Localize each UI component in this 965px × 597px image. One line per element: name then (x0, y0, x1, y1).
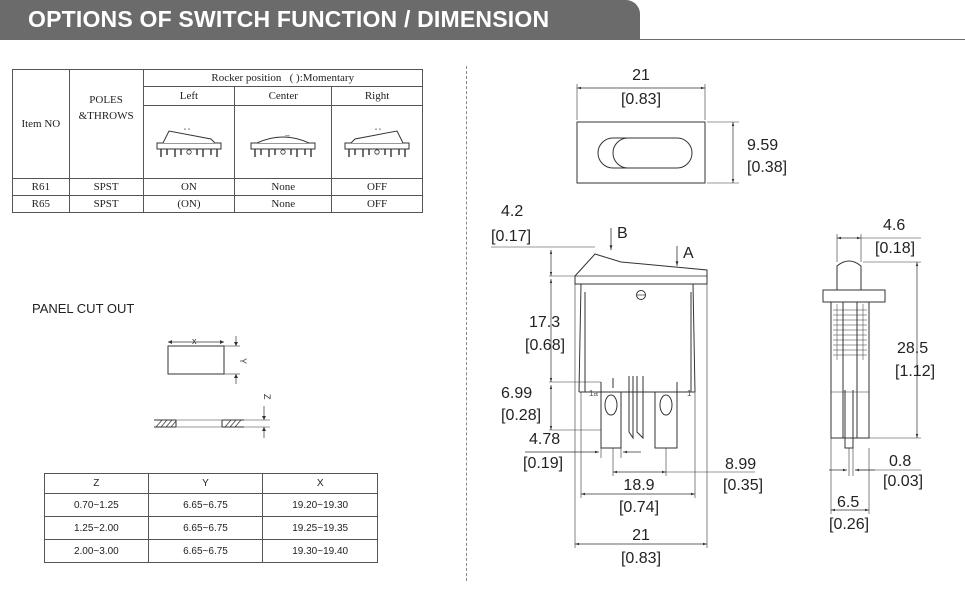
dim-6-5: 6.5 (837, 494, 859, 511)
cutout-cell: 6.65~6.75 (147, 493, 264, 517)
dim-8-99: 8.99 (725, 456, 756, 473)
dim-4-78-in: [0.19] (523, 455, 563, 472)
section-title: OPTIONS OF SWITCH FUNCTION / DIMENSION (28, 6, 550, 32)
label-a: A (683, 245, 694, 262)
table-row: R65 SPST (ON) None OFF (12, 195, 423, 213)
cutout-cell: 6.65~6.75 (147, 539, 264, 563)
position-left: Left (142, 86, 236, 106)
label-b: B (617, 225, 628, 242)
cutout-z-label: Z (262, 394, 272, 400)
cutout-cell: 2.00~3.00 (44, 539, 149, 563)
dim-6-99: 6.99 (501, 385, 532, 402)
cutout-cell: 19.20~19.30 (262, 493, 378, 517)
row-poles: SPST (68, 195, 144, 213)
panel-cutout-table: Z Y X 0.70~1.25 6.65~6.75 19.20~19.30 1.… (44, 473, 378, 563)
table-row: 2.00~3.00 6.65~6.75 19.30~19.40 (44, 539, 378, 563)
cutout-col-y: Y (147, 473, 264, 494)
header-item-no: Item NO (12, 69, 70, 179)
cutout-x-label: X (192, 336, 197, 346)
row-item: R65 (12, 195, 70, 213)
dimension-drawing: 21 [0.83] 9.59 [0.38] 4.2 [0.17] B A 17.… (491, 67, 935, 567)
row-center: None (234, 178, 333, 196)
rocker-center-icon: "'" (250, 135, 316, 157)
rocker-left-icon: " " (156, 129, 222, 157)
row-left: ON (142, 178, 236, 196)
dim-18-9: 18.9 (623, 477, 654, 494)
terminal-1-label: 1 (687, 389, 692, 398)
dim-4-6-in: [0.18] (875, 240, 915, 257)
dim-8-99-in: [0.35] (723, 477, 763, 494)
dim-4-78: 4.78 (529, 431, 560, 448)
cutout-cell: 19.30~19.40 (262, 539, 378, 563)
row-right: OFF (331, 178, 423, 196)
panel-cutout-drawing: X Y Z (154, 336, 272, 438)
panel-cutout-title: PANEL CUT OUT (32, 301, 135, 316)
rocker-position-label: Rocker position (211, 72, 282, 84)
dim-28-5-in: [1.12] (895, 363, 935, 380)
dim-28-5: 28.5 (897, 340, 928, 357)
rocker-center-cell: "'" (234, 105, 333, 179)
dim-4-6: 4.6 (883, 217, 905, 234)
cutout-y-label: Y (238, 358, 248, 364)
header-poles-line2: &THROWS (78, 110, 134, 122)
table-row: 1.25~2.00 6.65~6.75 19.25~19.35 (44, 516, 378, 540)
rocker-right-icon: " " (344, 129, 410, 157)
row-item: R61 (12, 178, 70, 196)
section-header: OPTIONS OF SWITCH FUNCTION / DIMENSION (0, 0, 640, 40)
svg-text:" ": " " (375, 129, 381, 135)
switch-function-table: Item NO POLES &THROWS Rocker position ( … (12, 69, 424, 213)
dim-top-height: 9.59 (747, 137, 778, 154)
position-center: Center (234, 86, 333, 106)
row-center: None (234, 195, 333, 213)
dim-6-99-in: [0.28] (501, 407, 541, 424)
dim-21-in: [0.83] (621, 550, 661, 567)
header-poles-throws: POLES &THROWS (68, 69, 144, 179)
table-row: 0.70~1.25 6.65~6.75 19.20~19.30 (44, 493, 378, 517)
dim-18-9-in: [0.74] (619, 499, 659, 516)
dim-0-8: 0.8 (889, 453, 911, 470)
position-right: Right (331, 86, 423, 106)
cutout-cell: 19.25~19.35 (262, 516, 378, 540)
header-poles-line1: POLES (89, 94, 123, 106)
row-left: (ON) (142, 195, 236, 213)
header-rocker-position: Rocker position ( ):Momentary (142, 69, 424, 87)
dim-top-height-in: [0.38] (747, 159, 787, 176)
row-right: OFF (331, 195, 423, 213)
rocker-right-cell: " " (331, 105, 423, 179)
dim-17-3: 17.3 (529, 314, 560, 331)
dim-21: 21 (632, 527, 650, 544)
row-poles: SPST (68, 178, 144, 196)
dim-6-5-in: [0.26] (829, 516, 869, 533)
section-divider (466, 66, 467, 581)
cutout-cell: 6.65~6.75 (147, 516, 264, 540)
rocker-left-cell: " " (142, 105, 236, 179)
momentary-label: ( ):Momentary (289, 72, 355, 84)
dim-4-2: 4.2 (501, 203, 523, 220)
cutout-col-z: Z (44, 473, 149, 494)
cutout-col-x: X (262, 473, 378, 494)
header-rule (640, 39, 965, 40)
cutout-cell: 1.25~2.00 (44, 516, 149, 540)
dim-0-8-in: [0.03] (883, 473, 923, 490)
table-row: R61 SPST ON None OFF (12, 178, 423, 196)
svg-text:" ": " " (184, 129, 190, 135)
dim-top-width-in: [0.83] (621, 91, 661, 108)
dim-4-2-in: [0.17] (491, 228, 531, 245)
cutout-cell: 0.70~1.25 (44, 493, 149, 517)
dim-17-3-in: [0.68] (525, 337, 565, 354)
terminal-1a-label: 1a (589, 389, 598, 398)
svg-text:"'": "'" (285, 135, 290, 141)
dim-top-width: 21 (632, 67, 650, 84)
